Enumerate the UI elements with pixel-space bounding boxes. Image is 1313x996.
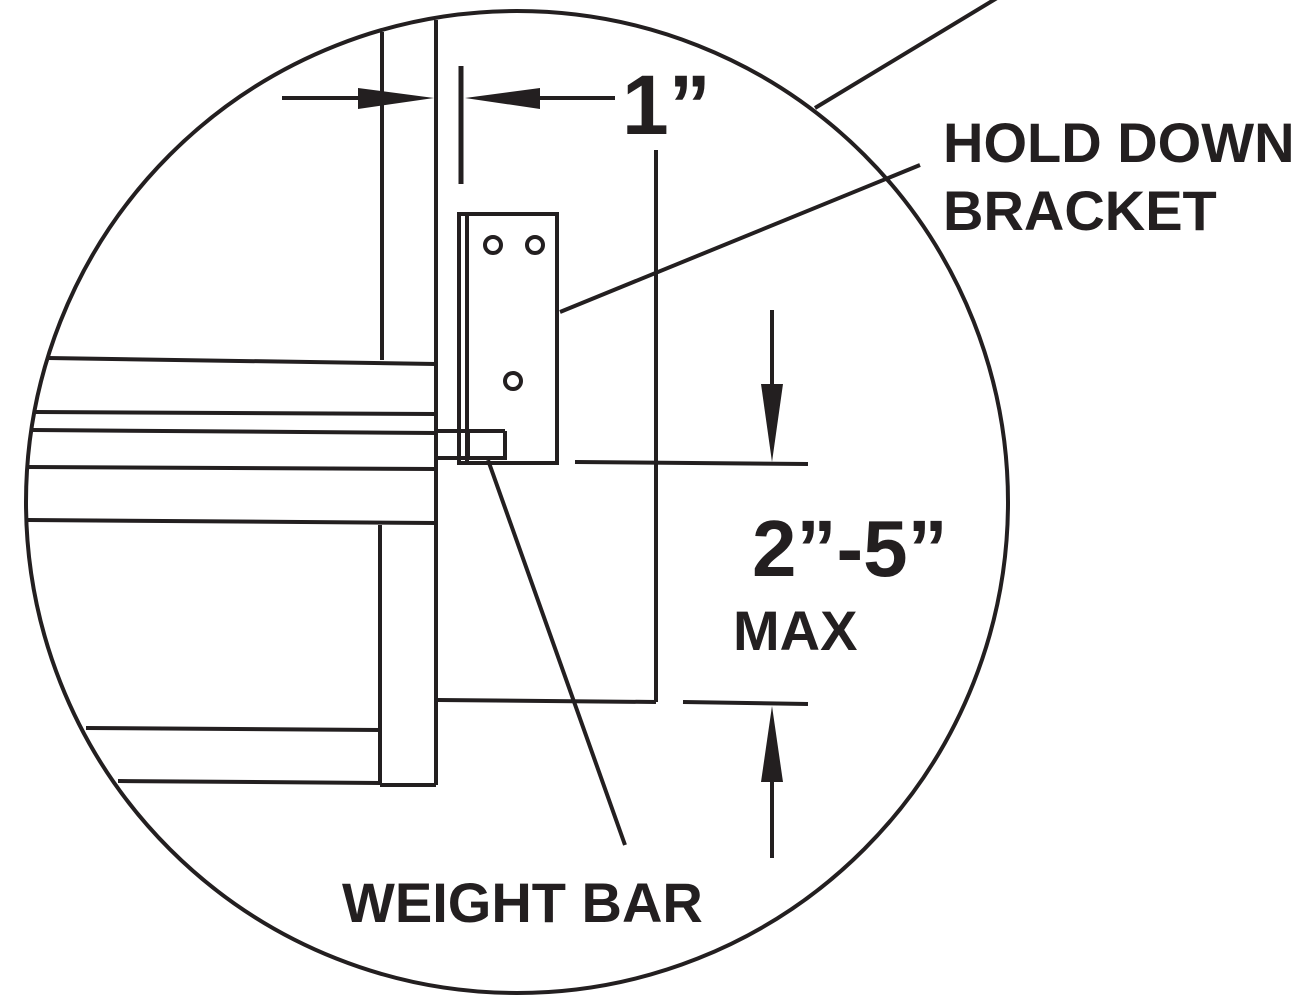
door-bottom-section <box>27 356 437 785</box>
range-dimension <box>437 150 809 858</box>
weight-bar <box>436 429 507 460</box>
hold-down-label-line2: BRACKET <box>943 179 1217 242</box>
door-edge <box>378 20 438 787</box>
weight-bar-label: WEIGHT BAR <box>342 871 703 934</box>
weight-bar-leader <box>486 459 627 846</box>
hold-down-leader <box>559 163 921 314</box>
detail-leader-line <box>813 0 998 110</box>
bracket-hole <box>503 371 523 391</box>
detail-circle <box>24 9 1010 995</box>
bracket-hole <box>483 235 503 255</box>
gap-dimension-label: 1” <box>622 58 711 152</box>
range-qualifier-label: MAX <box>733 599 857 662</box>
bracket-hole <box>525 235 545 255</box>
hold-down-bracket <box>457 212 559 465</box>
gap-dimension <box>282 66 615 184</box>
hold-down-label-line1: HOLD DOWN <box>943 111 1295 174</box>
range-dimension-label: 2”-5” <box>752 504 948 593</box>
